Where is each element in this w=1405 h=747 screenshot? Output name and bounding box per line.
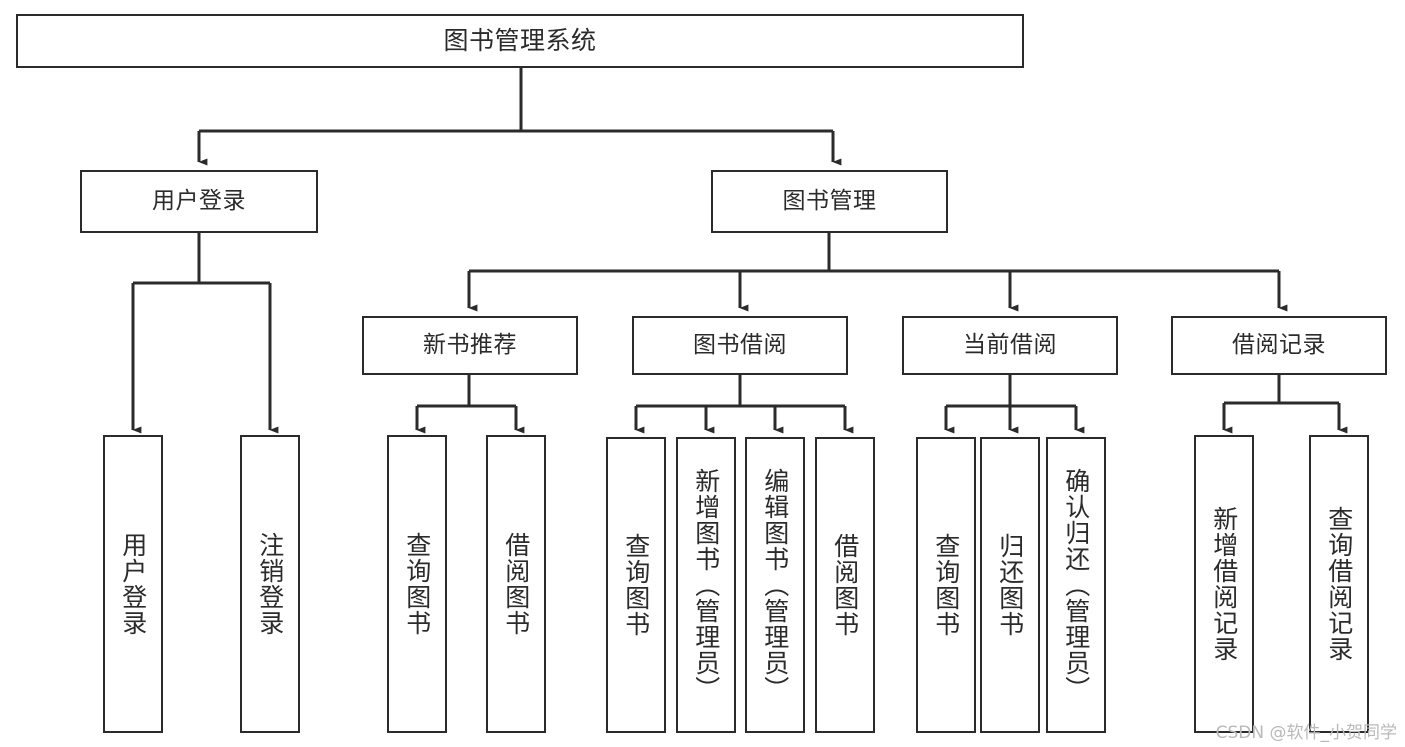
node-current-borrow[interactable]: 当前借阅 (902, 316, 1118, 375)
node-leaf-return-book-label: 归还图书 (995, 533, 1025, 637)
node-leaf-user-login-label: 用户登录 (118, 532, 148, 636)
node-new-book-recommend-label: 新书推荐 (423, 331, 517, 358)
node-leaf-add-book[interactable]: 新增图书（管理员） (676, 437, 736, 733)
node-leaf-query-record[interactable]: 查询借阅记录 (1309, 435, 1369, 733)
node-user-login[interactable]: 用户登录 (80, 170, 318, 233)
node-leaf-user-login[interactable]: 用户登录 (103, 435, 163, 733)
node-leaf-edit-book-label: 编辑图书（管理员） (760, 468, 790, 702)
node-leaf-query-book-2-label: 查询图书 (621, 533, 651, 637)
node-leaf-add-record-label: 新增借阅记录 (1209, 506, 1239, 662)
node-borrow-record-label: 借阅记录 (1232, 331, 1326, 358)
node-leaf-query-book-1[interactable]: 查询图书 (387, 435, 447, 733)
node-book-manage-label: 图书管理 (782, 187, 877, 214)
node-leaf-query-book-3-label: 查询图书 (931, 533, 961, 637)
node-book-manage[interactable]: 图书管理 (711, 170, 948, 233)
node-current-borrow-label: 当前借阅 (963, 331, 1057, 358)
csdn-watermark: CSDN @软件_小贺同学 (1215, 723, 1397, 743)
node-new-book-recommend[interactable]: 新书推荐 (362, 316, 578, 375)
node-leaf-query-book-3[interactable]: 查询图书 (916, 437, 976, 733)
node-leaf-borrow-book-1[interactable]: 借阅图书 (486, 435, 546, 733)
node-user-login-label: 用户登录 (152, 187, 246, 214)
node-leaf-query-book-2[interactable]: 查询图书 (606, 437, 666, 733)
node-borrow-record[interactable]: 借阅记录 (1171, 316, 1387, 375)
node-root-label: 图书管理系统 (443, 26, 597, 55)
node-book-borrow[interactable]: 图书借阅 (632, 316, 848, 375)
node-root[interactable]: 图书管理系统 (16, 14, 1024, 68)
node-leaf-logout[interactable]: 注销登录 (240, 435, 300, 733)
node-leaf-query-record-label: 查询借阅记录 (1324, 506, 1354, 662)
node-leaf-borrow-book-2-label: 借阅图书 (830, 533, 860, 637)
node-book-borrow-label: 图书借阅 (693, 331, 787, 358)
node-leaf-confirm-return[interactable]: 确认归还（管理员） (1046, 437, 1106, 733)
node-leaf-add-record[interactable]: 新增借阅记录 (1194, 435, 1254, 733)
node-leaf-add-book-label: 新增图书（管理员） (691, 468, 721, 702)
node-leaf-borrow-book-2[interactable]: 借阅图书 (815, 437, 875, 733)
node-leaf-borrow-book-1-label: 借阅图书 (501, 532, 531, 636)
node-leaf-confirm-return-label: 确认归还（管理员） (1061, 468, 1091, 702)
node-leaf-return-book[interactable]: 归还图书 (980, 437, 1040, 733)
node-leaf-edit-book[interactable]: 编辑图书（管理员） (745, 437, 805, 733)
node-leaf-query-book-1-label: 查询图书 (402, 532, 432, 636)
node-leaf-logout-label: 注销登录 (255, 532, 285, 636)
